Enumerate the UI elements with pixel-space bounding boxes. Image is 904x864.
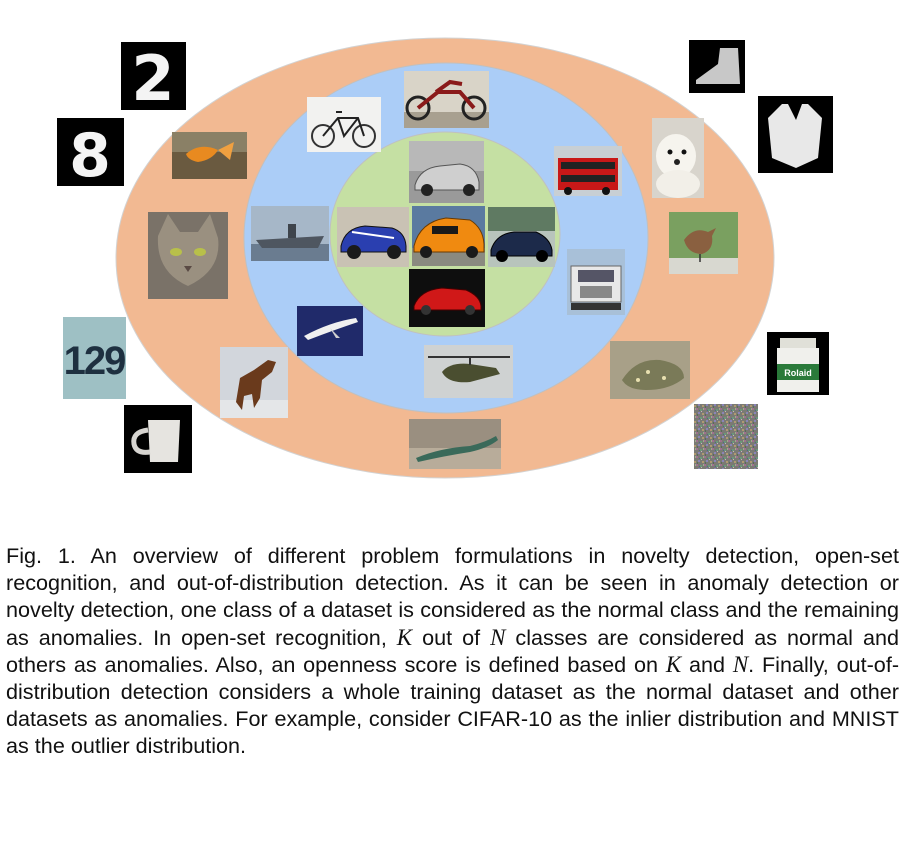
fashion-shoe-icon [689,40,745,93]
puppy-icon [652,118,704,198]
mnist-digit-2-icon: 2 [121,42,186,115]
frog-icon [610,341,690,399]
fashion-shirt-icon [758,96,833,173]
small-bird-icon [669,212,738,274]
aircraft-carrier-icon [251,206,329,261]
noise-image-icon [694,404,758,469]
orange-supercar-icon [412,206,485,266]
pill-bottle-label: Rolaid [784,368,812,378]
svhn-digits-text: 129 [64,339,125,383]
horse-icon [220,347,288,418]
svhn-digits-icon: 129 [63,317,127,399]
pill-bottle-icon: Rolaid [767,332,829,395]
sports-car-icon [409,141,484,203]
coffee-mug-icon [124,405,192,473]
mnist-digit-8-icon: 8 [57,118,124,191]
convertible-car-icon [337,207,409,267]
airliner-icon [297,306,363,356]
bicycle-icon [307,97,381,152]
overview-figure: 2 8 129 Rolaid [57,37,833,479]
caption-text-1: An overview of different problem formula… [6,543,899,650]
helicopter-icon [424,345,513,398]
caption-text-3: classes are considered as normal and oth… [6,624,899,677]
caption-text-2: out of [412,624,491,650]
motorcycle-icon [404,71,489,128]
dark-sedan-icon [488,207,555,267]
goldfish-icon [172,132,247,179]
semi-truck-icon [567,249,625,315]
caption-var-n: N [490,624,506,650]
red-coupe-icon [409,269,485,327]
caption-var-k-2: K [665,651,682,677]
caption-label: Fig. 1. [6,543,76,568]
caption-text-4: and [681,651,733,677]
caption-text-5: . Finally, out-of-distribution detection… [6,651,900,759]
lizard-icon [409,419,501,469]
caption-var-k: K [396,624,413,650]
figure-caption: Fig. 1. An overview of different problem… [6,542,899,760]
mnist-digit-8-text: 8 [69,121,111,191]
double-decker-bus-icon [554,146,622,196]
cat-icon [148,212,228,299]
caption-var-n-2: N [732,651,749,677]
mnist-digit-2-text: 2 [131,42,174,115]
